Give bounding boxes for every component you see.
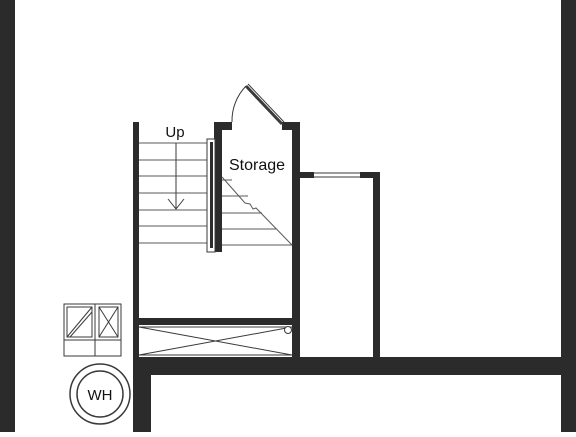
stair-landing-wall xyxy=(139,318,292,325)
lower-room-left-wall xyxy=(133,357,151,432)
right-outer-wall xyxy=(561,0,576,432)
water-heater-outer-circle xyxy=(69,363,131,425)
storage-door xyxy=(231,83,285,126)
storage-label: Storage xyxy=(229,157,285,174)
stair-left-wall xyxy=(133,122,139,432)
lower-horizontal-wall xyxy=(133,357,576,375)
washer-box xyxy=(66,306,93,338)
stairs-up-label: Up xyxy=(165,124,184,141)
stair-treads xyxy=(139,142,292,246)
closet-right-wall xyxy=(373,172,380,357)
dryer-box xyxy=(98,306,119,338)
closet-top-wall-right xyxy=(360,172,380,178)
lower-walls xyxy=(133,357,576,432)
handrail xyxy=(206,138,216,253)
landing-post xyxy=(284,326,292,334)
water-heater-inner-circle xyxy=(76,370,124,418)
storage-walls xyxy=(214,122,300,252)
stair-right-wall xyxy=(292,122,300,357)
stair-walls xyxy=(133,122,300,432)
closet-walls xyxy=(300,172,380,357)
storage-top-wall-left xyxy=(214,122,232,130)
storage-left-wall xyxy=(214,122,222,252)
door-leaf xyxy=(244,84,284,126)
left-outer-wall xyxy=(0,0,15,432)
up-arrow xyxy=(167,143,185,210)
closet-opening xyxy=(314,172,360,178)
stair-break-line xyxy=(221,176,293,246)
water-heater-label: WH xyxy=(88,387,113,404)
storage-top-wall-right xyxy=(282,122,300,130)
laundry-units xyxy=(63,303,122,357)
washer-dryer-outline xyxy=(63,303,122,357)
closet-top-wall-left xyxy=(300,172,314,178)
door-swing-arc xyxy=(231,85,247,123)
water-heater xyxy=(69,363,131,425)
landing-cross xyxy=(138,326,293,356)
